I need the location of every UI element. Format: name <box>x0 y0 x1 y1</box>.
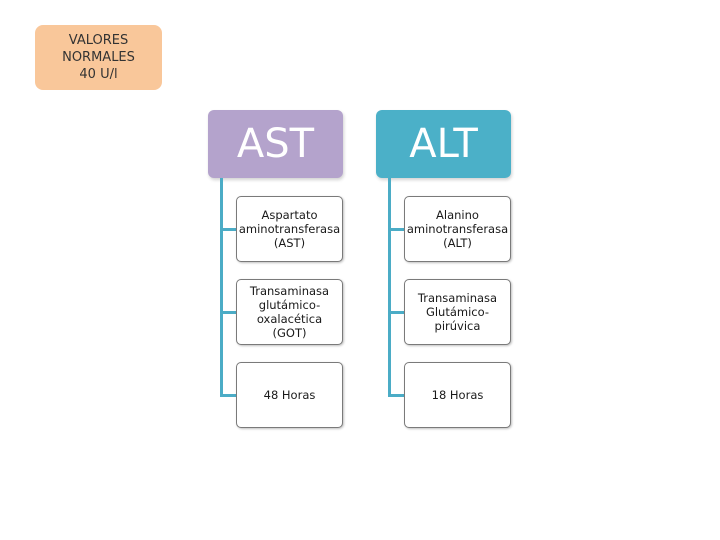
alt-item-name: Alanino aminotransferasa (ALT) <box>404 196 511 262</box>
alt-item-half-life: 18 Horas <box>404 362 511 428</box>
ast-item-alias: Transaminasa glutámico- oxalacética (GOT… <box>236 279 343 345</box>
connector-alt-3 <box>388 394 404 397</box>
header-ast: AST <box>208 110 343 178</box>
connector-ast-vertical <box>220 178 223 396</box>
alt-item-alias: Transaminasa Glutámico- pirúvica <box>404 279 511 345</box>
connector-alt-vertical <box>388 178 391 396</box>
connector-ast-3 <box>220 394 236 397</box>
ast-item-half-life: 48 Horas <box>236 362 343 428</box>
connector-ast-1 <box>220 228 236 231</box>
ast-item-name: Aspartato aminotransferasa (AST) <box>236 196 343 262</box>
connector-alt-2 <box>388 311 404 314</box>
header-alt: ALT <box>376 110 511 178</box>
connector-alt-1 <box>388 228 404 231</box>
normal-values-note: VALORES NORMALES 40 U/l <box>35 25 162 90</box>
connector-ast-2 <box>220 311 236 314</box>
normal-values-text: VALORES NORMALES 40 U/l <box>62 33 135 82</box>
